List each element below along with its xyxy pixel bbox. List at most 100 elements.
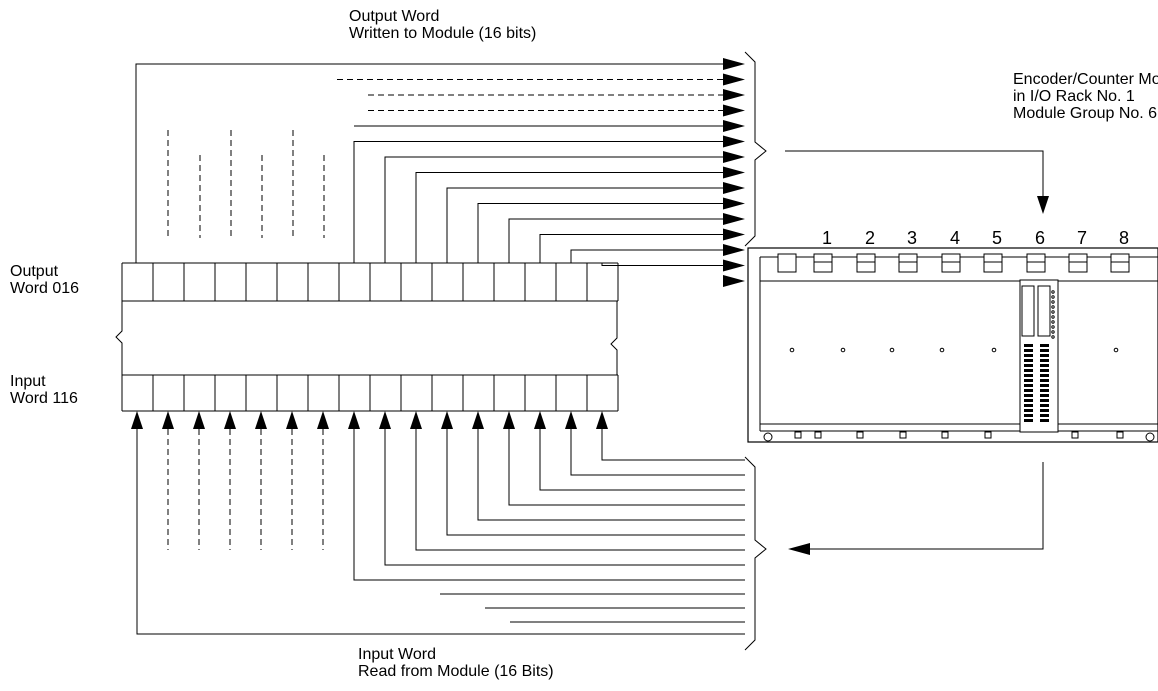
- slot-connector: [1068, 253, 1088, 273]
- module-label-line1: Encoder/Counter Module: [1013, 71, 1158, 88]
- input-arrow: [348, 411, 360, 429]
- terminal-block: [1024, 399, 1033, 402]
- status-led: [1051, 330, 1055, 334]
- module-label-plate: [1037, 285, 1051, 337]
- status-led: [1051, 325, 1055, 329]
- input-bracket: [744, 456, 767, 651]
- output-line-bit-15: [135, 63, 723, 263]
- module-label-plate: [1021, 285, 1035, 337]
- output-word-subtitle: Written to Module (16 bits): [349, 25, 537, 42]
- output-arrow: [723, 259, 745, 272]
- status-led: [1051, 310, 1055, 314]
- slot-number-1: 1: [821, 228, 832, 248]
- slot-number-4: 4: [949, 228, 960, 248]
- slot-connector: [983, 253, 1003, 273]
- input-word-label-line2: Word 116: [10, 390, 78, 407]
- output-arrow: [723, 166, 745, 179]
- terminal-block: [1040, 354, 1049, 357]
- input-word-title: Input Word: [358, 646, 436, 663]
- input-line-bit: [570, 429, 745, 476]
- terminal-block: [1040, 409, 1049, 412]
- terminal-block: [1040, 344, 1049, 347]
- input-arrow: [162, 411, 174, 429]
- slot-connector: [941, 253, 961, 273]
- output-line-bit: [415, 172, 723, 263]
- slot-connector: [813, 253, 833, 273]
- input-arrow: [224, 411, 236, 429]
- output-arrow: [723, 275, 745, 287]
- power-connector: [777, 253, 797, 273]
- terminal-block: [1024, 374, 1033, 377]
- output-line-bit: [477, 203, 723, 263]
- status-led: [1051, 335, 1055, 339]
- terminal-block: [1040, 364, 1049, 367]
- module-label-line3: Module Group No. 6: [1013, 105, 1158, 122]
- terminal-block: [1040, 379, 1049, 382]
- terminal-block: [1024, 364, 1033, 367]
- mounting-hole: [939, 347, 945, 353]
- terminal-block: [1040, 404, 1049, 407]
- input-arrow: [131, 411, 143, 429]
- input-word-label-line1: Input: [10, 373, 46, 390]
- terminal-block: [1024, 354, 1033, 357]
- output-to-module-line: [785, 150, 1044, 196]
- mounting-hole: [789, 347, 795, 353]
- terminal-block: [1040, 394, 1049, 397]
- rack-foot: [814, 431, 822, 439]
- input-arrow: [534, 411, 546, 429]
- terminal-block: [1024, 349, 1033, 352]
- input-arrow: [472, 411, 484, 429]
- status-led: [1051, 295, 1055, 299]
- terminal-block: [1024, 384, 1033, 387]
- rack-foot: [899, 431, 907, 439]
- register-break-right: [610, 301, 618, 375]
- output-arrow: [723, 120, 745, 132]
- input-arrow: [379, 411, 391, 429]
- status-led: [1051, 320, 1055, 324]
- slot-connector: [1026, 253, 1046, 273]
- input-arrow-left: [788, 543, 810, 555]
- rack-foot: [941, 431, 949, 439]
- slot-connector: [856, 253, 876, 273]
- output-arrow: [723, 213, 745, 225]
- input-arrow: [441, 411, 453, 429]
- terminal-block: [1024, 344, 1033, 347]
- input-line-bit: [446, 429, 745, 536]
- output-arrow: [723, 89, 745, 101]
- output-arrow: [723, 182, 745, 194]
- rack-foot: [984, 431, 992, 439]
- status-led: [1051, 315, 1055, 319]
- output-line-bit: [570, 249, 723, 263]
- terminal-block: [1024, 369, 1033, 372]
- slot-number-6: 6: [1034, 228, 1045, 248]
- mounting-hole: [840, 347, 846, 353]
- input-line-bit: [477, 429, 745, 521]
- input-arrow: [255, 411, 267, 429]
- terminal-block: [1040, 414, 1049, 417]
- input-line-bit: [539, 429, 745, 491]
- input-arrow: [596, 411, 608, 429]
- slot-number-5: 5: [991, 228, 1002, 248]
- input-arrow: [286, 411, 298, 429]
- slot-number-3: 3: [906, 228, 917, 248]
- output-line-bit: [601, 263, 723, 266]
- terminal-block: [1024, 394, 1033, 397]
- module-to-input-line: [810, 462, 1044, 550]
- slot-connector: [898, 253, 918, 273]
- terminal-block: [1024, 409, 1033, 412]
- status-led: [1051, 305, 1055, 309]
- output-arrow: [723, 151, 745, 163]
- output-bracket: [744, 51, 767, 247]
- input-word-subtitle: Read from Module (16 Bits): [358, 663, 554, 680]
- mounting-hole: [889, 347, 895, 353]
- slot-number-2: 2: [864, 228, 875, 248]
- register-break-left: [115, 301, 123, 375]
- input-arrow: [317, 411, 329, 429]
- module-arrow-down: [1037, 196, 1049, 214]
- output-word-label-line1: Output: [10, 263, 59, 280]
- terminal-block: [1040, 399, 1049, 402]
- terminal-block: [1040, 419, 1049, 422]
- output-arrow: [723, 58, 745, 70]
